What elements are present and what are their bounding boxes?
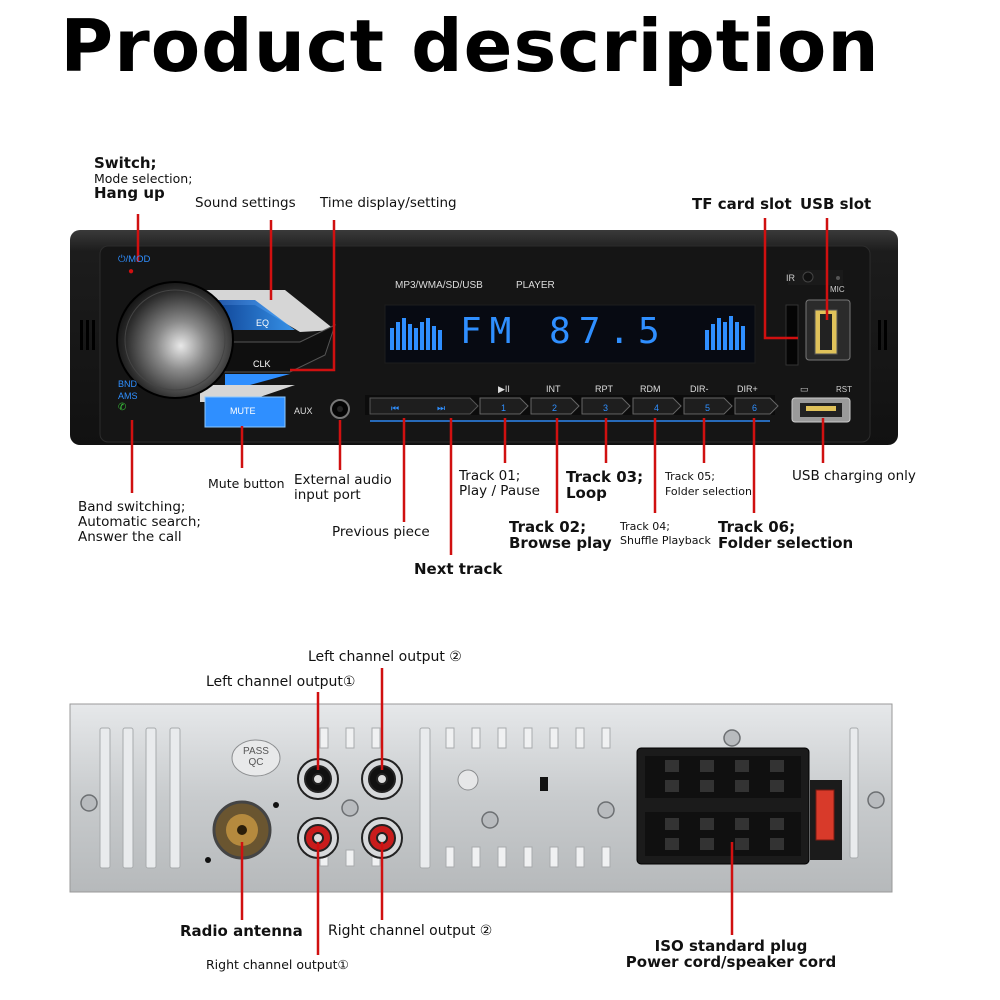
mod-key-label[interactable]: ⏻/MOD — [118, 254, 151, 265]
bnd-key-label[interactable]: BND — [118, 379, 138, 389]
previous-piece-callout: Previous piece — [332, 524, 430, 540]
usb-charging-callout: USB charging only — [792, 468, 916, 484]
volume-knob — [116, 281, 234, 399]
player-label: PLAYER — [516, 280, 555, 291]
left-channel-2-callout: Left channel output ② — [308, 649, 462, 665]
next-track-callout: Next track — [414, 560, 503, 578]
battery-icon: ▭ — [800, 384, 809, 394]
mute-key-label[interactable]: MUTE — [230, 406, 256, 416]
clk-key-label[interactable]: CLK — [253, 359, 271, 369]
track02-callout: Track 02; Browse play — [509, 518, 612, 552]
btn3-top: RPT — [595, 384, 613, 394]
mute-button-callout: Mute button — [208, 476, 285, 491]
ir-label: IR — [786, 273, 795, 283]
aux-label: AUX — [294, 406, 313, 416]
radio-antenna-callout: Radio antenna — [180, 922, 303, 940]
btn2-top: INT — [546, 384, 561, 394]
rst-label[interactable]: RST — [836, 385, 852, 394]
fuse — [815, 789, 835, 841]
track06-callout: Track 06; Folder selection — [718, 518, 854, 552]
lcd-display — [384, 304, 756, 364]
external-audio-callout: External audio input port — [294, 472, 392, 503]
sound-settings-callout: Sound settings — [195, 195, 296, 211]
phone-icon: ✆ — [118, 402, 127, 413]
pass-qc-sticker: PASS QC — [243, 746, 269, 768]
left-channel-1-callout: Left channel output① — [206, 674, 356, 690]
btn6-num[interactable]: 6 — [752, 403, 758, 413]
eq-key-label[interactable]: EQ — [256, 318, 270, 328]
right-channel-1-callout: Right channel output① — [206, 957, 349, 972]
ams-key-label: AMS — [118, 391, 138, 401]
btn1-top: ▶II — [498, 384, 510, 394]
track05-callout: Track 05; Folder selection — [665, 470, 752, 498]
track04-callout: Track 04; Shuffle Playback — [620, 520, 711, 547]
btn5-top: DIR- — [690, 384, 709, 394]
btn5-num[interactable]: 5 — [705, 403, 711, 413]
btn1-num[interactable]: 1 — [501, 403, 507, 413]
time-display-callout: Time display/setting — [320, 195, 457, 211]
right-channel-2-callout: Right channel output ② — [328, 923, 493, 939]
page-title: Product description — [60, 4, 880, 88]
iso-plug-callout: ISO standard plug Power cord/speaker cor… — [625, 937, 837, 971]
next-track-button[interactable]: ⏭ — [437, 403, 446, 413]
btn4-top: RDM — [640, 384, 661, 394]
btn3-num[interactable]: 3 — [603, 403, 609, 413]
band-switching-callout: Band switching; Automatic search; Answer… — [78, 499, 201, 545]
track03-callout: Track 03; Loop — [566, 468, 644, 502]
btn2-num[interactable]: 2 — [552, 403, 558, 413]
previous-track-button[interactable]: ⏮ — [391, 403, 400, 413]
format-label: MP3/WMA/SD/USB — [395, 280, 483, 291]
usb-slot-callout: USB slot — [800, 195, 872, 213]
power-icon: ● — [128, 266, 135, 277]
tf-slot — [785, 304, 799, 366]
display-readout: FM 87.5 — [460, 311, 668, 352]
track01-callout: Track 01; Play / Pause — [459, 468, 540, 499]
mic-label: MIC — [830, 285, 845, 294]
btn4-num[interactable]: 4 — [654, 403, 660, 413]
tf-card-slot-callout: TF card slot — [692, 195, 792, 213]
btn6-top: DIR+ — [737, 384, 758, 394]
switch-callout: Switch; Mode selection; Hang up — [94, 154, 193, 202]
